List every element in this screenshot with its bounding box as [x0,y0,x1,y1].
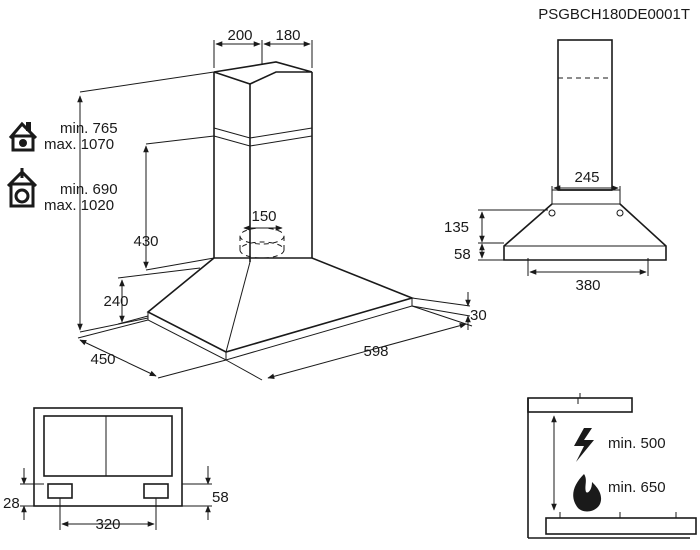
recirculation-mode-icon [6,168,38,208]
dim-width: 598 [363,343,388,360]
extraction-max: max. 1070 [44,136,114,153]
dim-top-width: 180 [275,27,300,44]
extraction-mode-icon [8,121,38,152]
dim-neck-width: 245 [574,169,599,186]
dim-top-depth: 200 [227,27,252,44]
dim-depth: 450 [90,351,115,368]
right-hole [143,483,169,499]
recirculation-max: max. 1020 [44,197,114,214]
dim-spacing: 320 [95,516,120,533]
left-hole [47,483,73,499]
flame-icon [573,474,602,512]
clearance-electric: min. 500 [608,435,666,452]
recirculation-min: min. 690 [60,181,118,198]
side-chimney [557,39,613,191]
dim-outlet: 150 [251,208,276,225]
dim-chimney-height: 430 [133,233,158,250]
clearance-view: min. 500 min. 650 [527,392,697,539]
dim-hole-height: 135 [444,219,469,236]
dim-base-width: 380 [575,277,600,294]
side-view: 245 135 58 380 [444,39,667,294]
extraction-min: min. 765 [60,120,118,137]
front-view: 28 58 320 [3,407,229,533]
clearance-gas: min. 650 [608,479,666,496]
canopy-outline [146,257,415,353]
lightning-icon [574,428,594,462]
dim-rim-offset: 58 [454,246,471,263]
cooktop [545,517,697,535]
hood-bottom [527,397,633,413]
front-outline [33,407,183,507]
dim-right-offset: 58 [212,489,229,506]
main-perspective-view: 200 180 min. 765 max. 1070 min. 690 max.… [6,27,487,381]
dim-rim: 30 [470,307,487,324]
dim-canopy-height: 240 [103,293,128,310]
model-code: PSGBCH180DE0001T [538,6,690,23]
dim-left-offset: 28 [3,495,20,512]
